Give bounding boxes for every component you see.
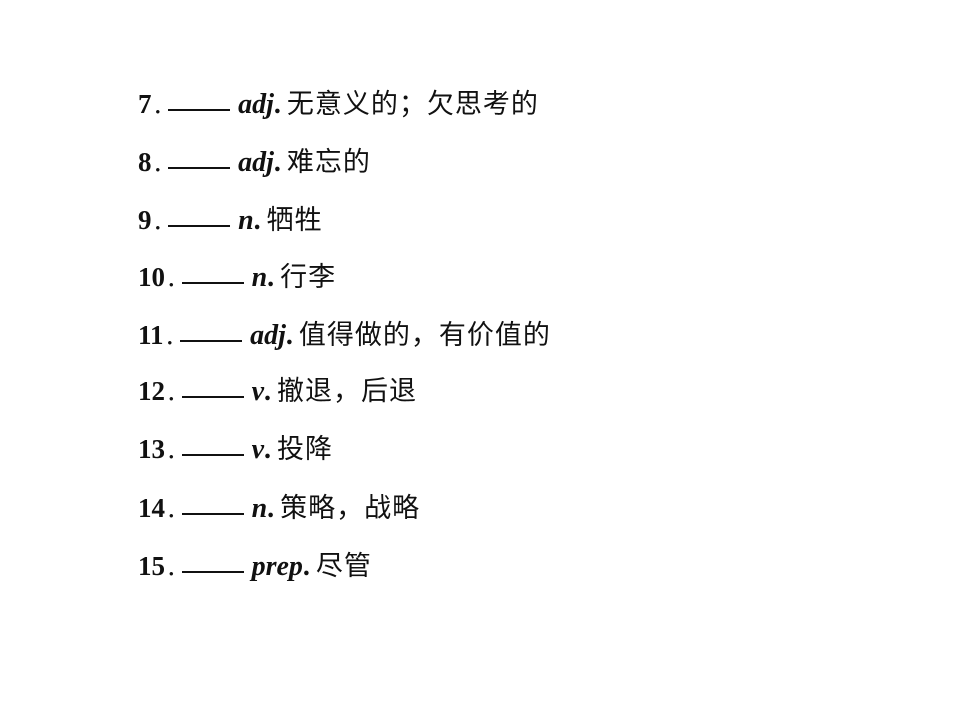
answer-blank[interactable] <box>168 143 231 169</box>
chinese-meaning: 行李 <box>280 262 337 293</box>
vocab-entry-11: 11 . adj . 值得做的，有价值的 <box>138 315 551 355</box>
chinese-meaning: 无意义的；欠思考的 <box>286 89 539 120</box>
entry-separator: . <box>153 147 163 178</box>
vocab-entry-12: 12 . v . 撤退，后退 <box>138 371 417 411</box>
part-of-speech: v <box>251 434 265 465</box>
answer-blank[interactable] <box>181 372 244 398</box>
answer-blank[interactable] <box>180 316 243 342</box>
chinese-meaning: 撤退，后退 <box>277 376 418 407</box>
entry-separator: . <box>167 551 176 582</box>
entry-separator: . <box>153 89 163 120</box>
part-of-speech: n <box>238 205 254 236</box>
chinese-meaning: 值得做的，有价值的 <box>298 320 551 351</box>
pos-dot: . <box>285 320 293 351</box>
entry-number: 15 <box>138 551 165 581</box>
entry-number: 7 <box>138 89 152 119</box>
entry-separator: . <box>167 376 176 407</box>
entry-number: 8 <box>138 147 152 177</box>
chinese-meaning: 尽管 <box>315 551 372 582</box>
answer-blank[interactable] <box>181 489 244 515</box>
part-of-speech: n <box>251 262 268 293</box>
part-of-speech: adj <box>238 89 274 120</box>
pos-dot: . <box>302 551 310 582</box>
pos-dot: . <box>264 376 272 407</box>
pos-dot: . <box>267 493 275 524</box>
entry-separator: . <box>167 493 176 524</box>
answer-blank[interactable] <box>181 258 244 284</box>
pos-dot: . <box>273 89 281 120</box>
part-of-speech: prep <box>251 551 303 582</box>
entry-number: 10 <box>138 262 165 292</box>
entry-separator: . <box>153 205 163 236</box>
vocab-entry-9: 9 . n . 牺牲 <box>138 200 323 240</box>
entry-separator: . <box>167 434 176 465</box>
vocab-entry-8: 8 . adj . 难忘的 <box>138 142 371 182</box>
part-of-speech: adj <box>250 320 286 351</box>
entry-separator: . <box>167 262 176 293</box>
vocab-entry-7: 7 . adj . 无意义的；欠思考的 <box>138 84 539 124</box>
pos-dot: . <box>273 147 281 178</box>
vocab-entry-13: 13 . v . 投降 <box>138 429 333 469</box>
vocab-entry-14: 14 . n . 策略，战略 <box>138 488 420 528</box>
answer-blank[interactable] <box>181 430 244 456</box>
entry-number: 13 <box>138 434 165 464</box>
entry-number: 12 <box>138 376 165 406</box>
entry-number: 9 <box>138 205 152 235</box>
answer-blank[interactable] <box>168 201 231 227</box>
part-of-speech: v <box>251 376 265 407</box>
pos-dot: . <box>264 434 272 465</box>
pos-dot: . <box>253 205 261 236</box>
part-of-speech: n <box>251 493 268 524</box>
answer-blank[interactable] <box>168 85 231 111</box>
vocab-entry-15: 15 . prep . 尽管 <box>138 546 372 586</box>
vocab-entry-10: 10 . n . 行李 <box>138 257 336 297</box>
chinese-meaning: 牺牲 <box>266 205 323 236</box>
chinese-meaning: 投降 <box>277 434 334 465</box>
answer-blank[interactable] <box>181 547 244 573</box>
entry-number: 11 <box>138 320 164 350</box>
pos-dot: . <box>267 262 275 293</box>
chinese-meaning: 难忘的 <box>286 147 371 178</box>
entry-number: 14 <box>138 493 165 523</box>
part-of-speech: adj <box>238 147 274 178</box>
entry-separator: . <box>165 320 175 351</box>
chinese-meaning: 策略，战略 <box>280 493 421 524</box>
